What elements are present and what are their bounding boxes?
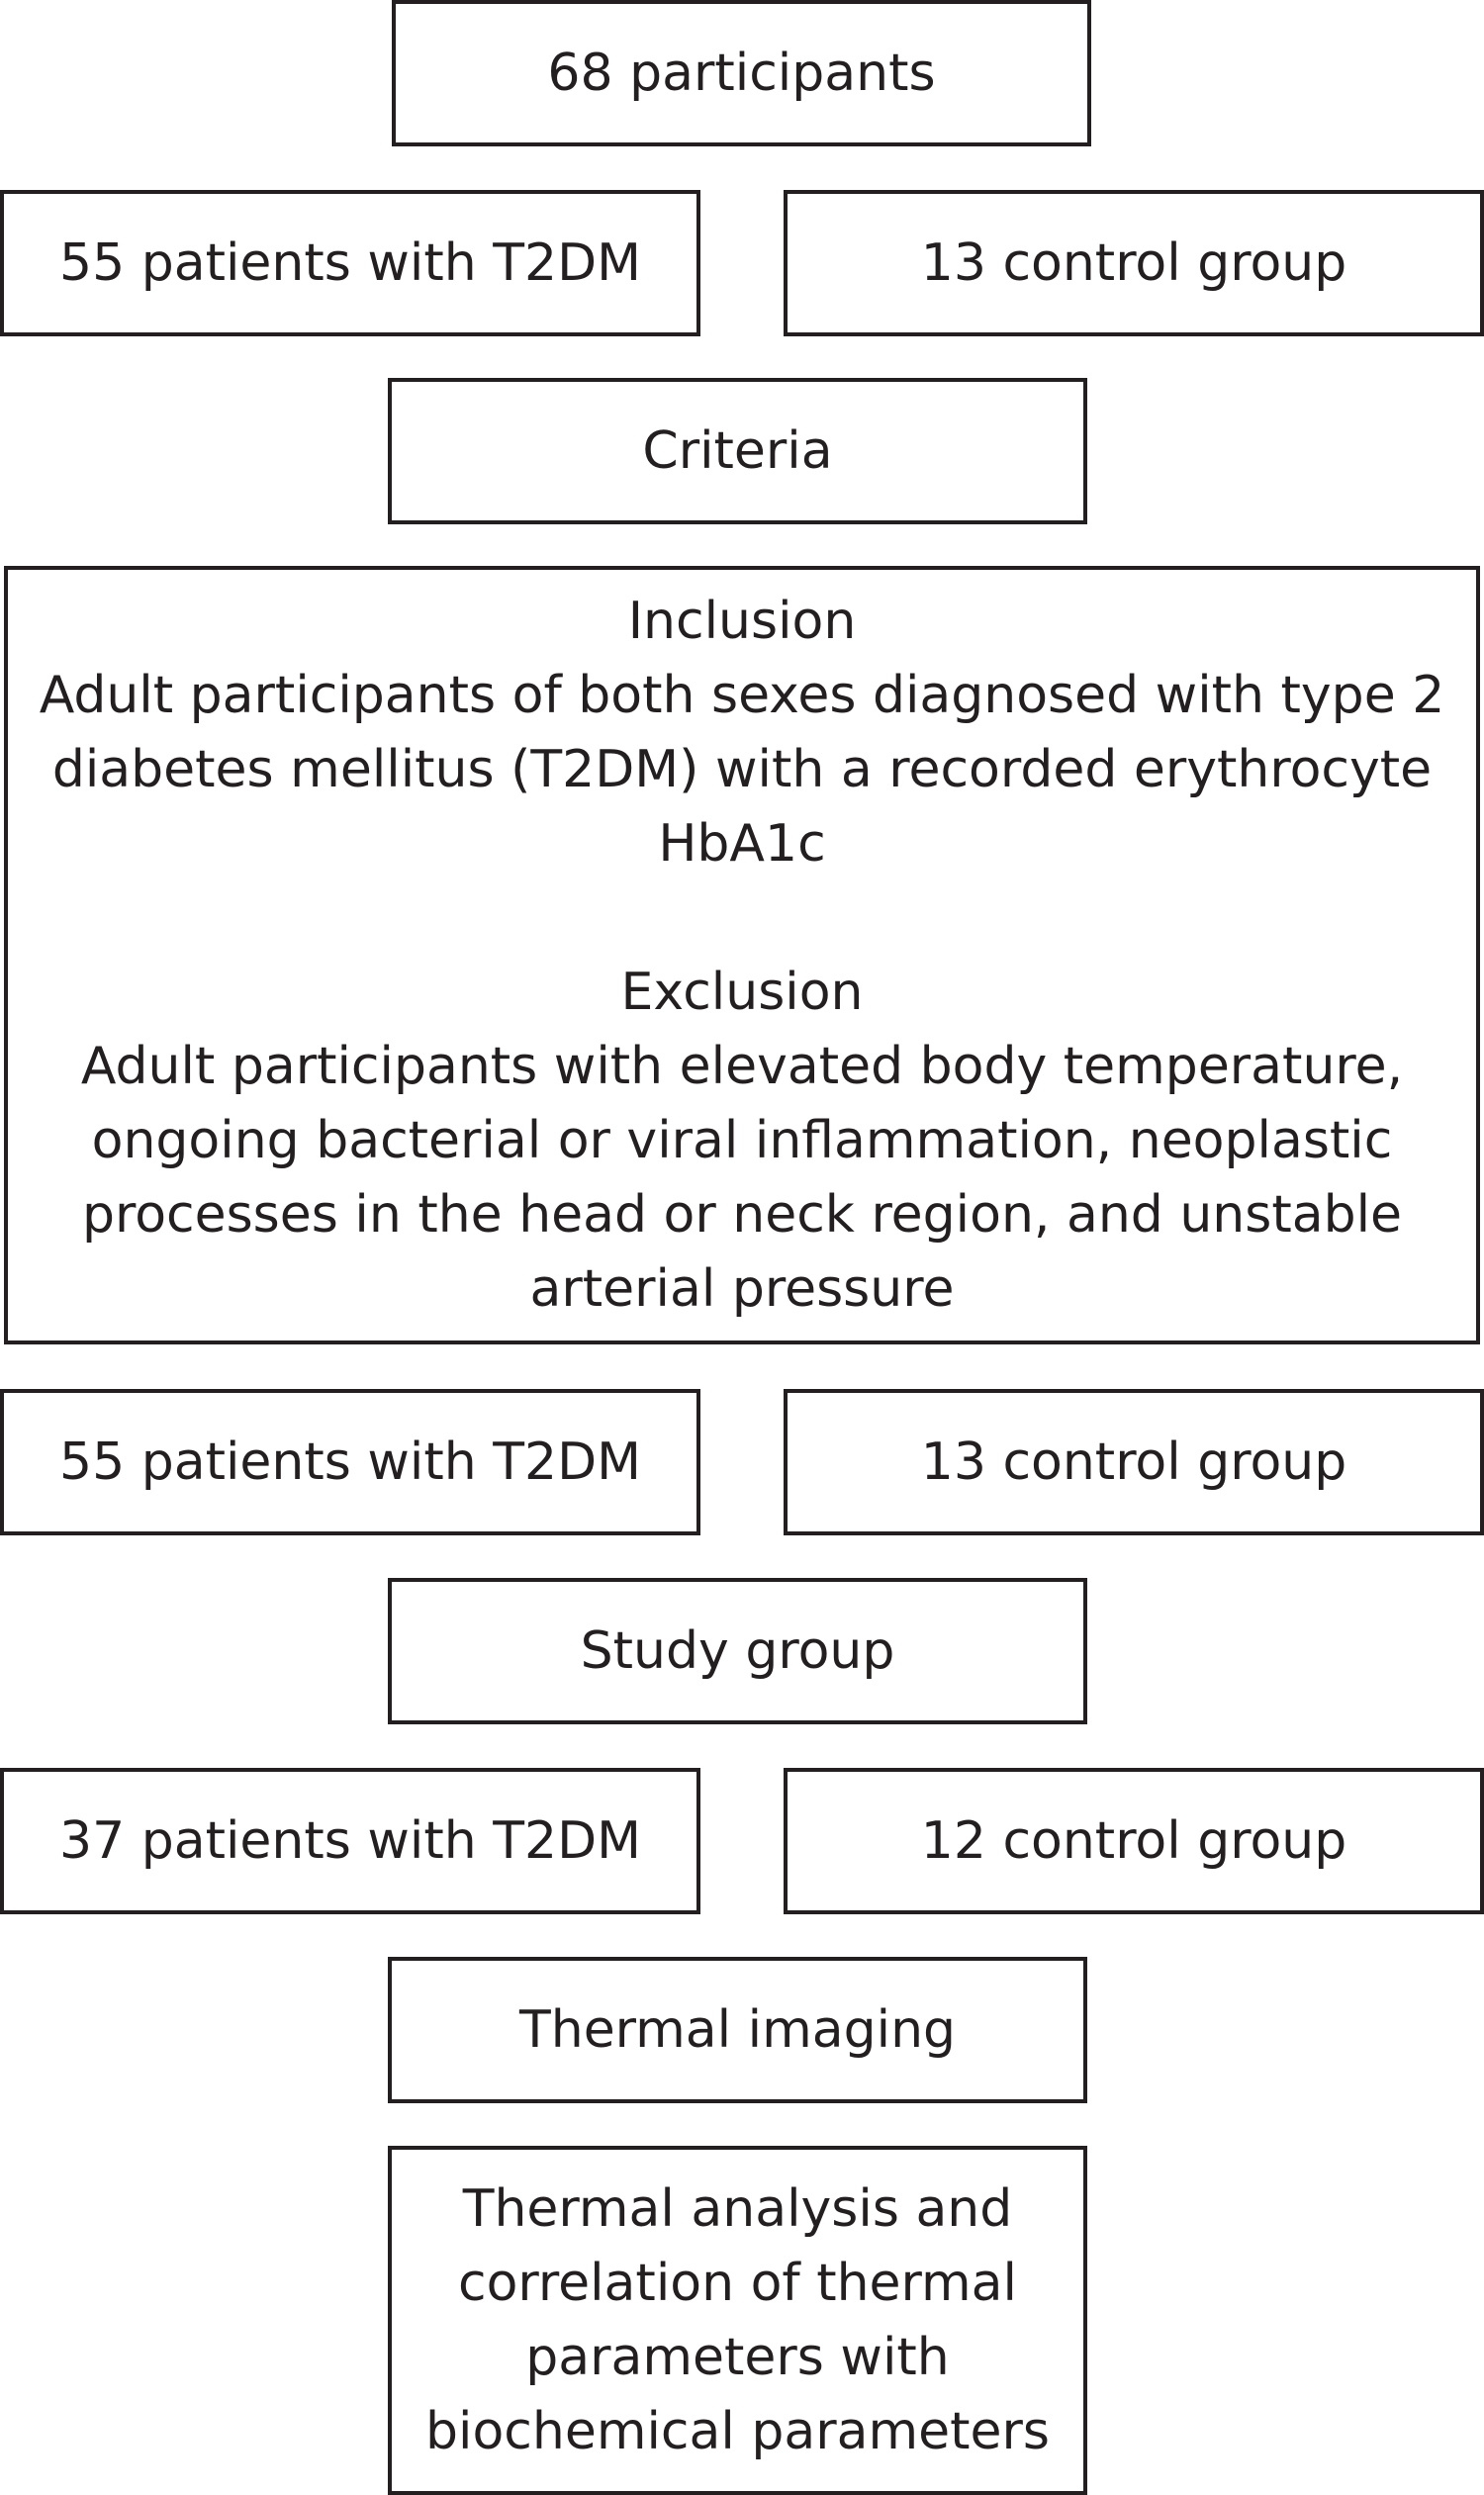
exclusion-line-2: ongoing bacterial or viral inflammation,…	[91, 1110, 1393, 1170]
t2dm-eligible-box: 55 patients with T2DM	[0, 1389, 700, 1535]
study-group-box: Study group	[388, 1578, 1087, 1724]
t2dm-study-box: 37 patients with T2DM	[0, 1768, 700, 1914]
t2dm-initial-text: 55 patients with T2DM	[59, 232, 641, 293]
thermal-analysis-line-4: biochemical parameters	[425, 2401, 1050, 2461]
control-study-box: 12 control group	[784, 1768, 1484, 1914]
criteria-header-text: Criteria	[642, 420, 833, 481]
control-eligible-box: 13 control group	[784, 1389, 1484, 1535]
thermal-analysis-line-3: parameters with	[525, 2327, 950, 2387]
exclusion-heading: Exclusion	[620, 962, 864, 1022]
control-eligible-text: 13 control group	[920, 1432, 1347, 1492]
inclusion-line-3: HbA1c	[658, 813, 826, 874]
participants-total-box: 68 participants	[392, 0, 1091, 146]
exclusion-line-4: arterial pressure	[529, 1258, 955, 1319]
thermal-analysis-line-2: correlation of thermal	[458, 2253, 1017, 2313]
inclusion-line-2: diabetes mellitus (T2DM) with a recorded…	[51, 739, 1433, 799]
control-initial-text: 13 control group	[920, 232, 1347, 293]
t2dm-study-text: 37 patients with T2DM	[59, 1810, 641, 1871]
thermal-analysis-box: Thermal analysis and correlation of ther…	[388, 2146, 1087, 2495]
thermal-imaging-text: Thermal imaging	[518, 1999, 957, 2060]
participants-total-text: 68 participants	[547, 43, 936, 103]
t2dm-eligible-text: 55 patients with T2DM	[59, 1432, 641, 1492]
t2dm-initial-box: 55 patients with T2DM	[0, 190, 700, 336]
inclusion-line-1: Adult participants of both sexes diagnos…	[39, 665, 1445, 725]
criteria-detail-box: Inclusion Adult participants of both sex…	[4, 566, 1480, 1344]
thermal-imaging-box: Thermal imaging	[388, 1957, 1087, 2103]
control-study-text: 12 control group	[920, 1810, 1347, 1871]
exclusion-line-3: processes in the head or neck region, an…	[81, 1184, 1403, 1245]
criteria-header-box: Criteria	[388, 378, 1087, 524]
control-initial-box: 13 control group	[784, 190, 1484, 336]
study-group-text: Study group	[580, 1620, 895, 1681]
thermal-analysis-line-1: Thermal analysis and	[462, 2178, 1013, 2239]
exclusion-line-1: Adult participants with elevated body te…	[80, 1036, 1404, 1096]
inclusion-heading: Inclusion	[627, 591, 857, 651]
